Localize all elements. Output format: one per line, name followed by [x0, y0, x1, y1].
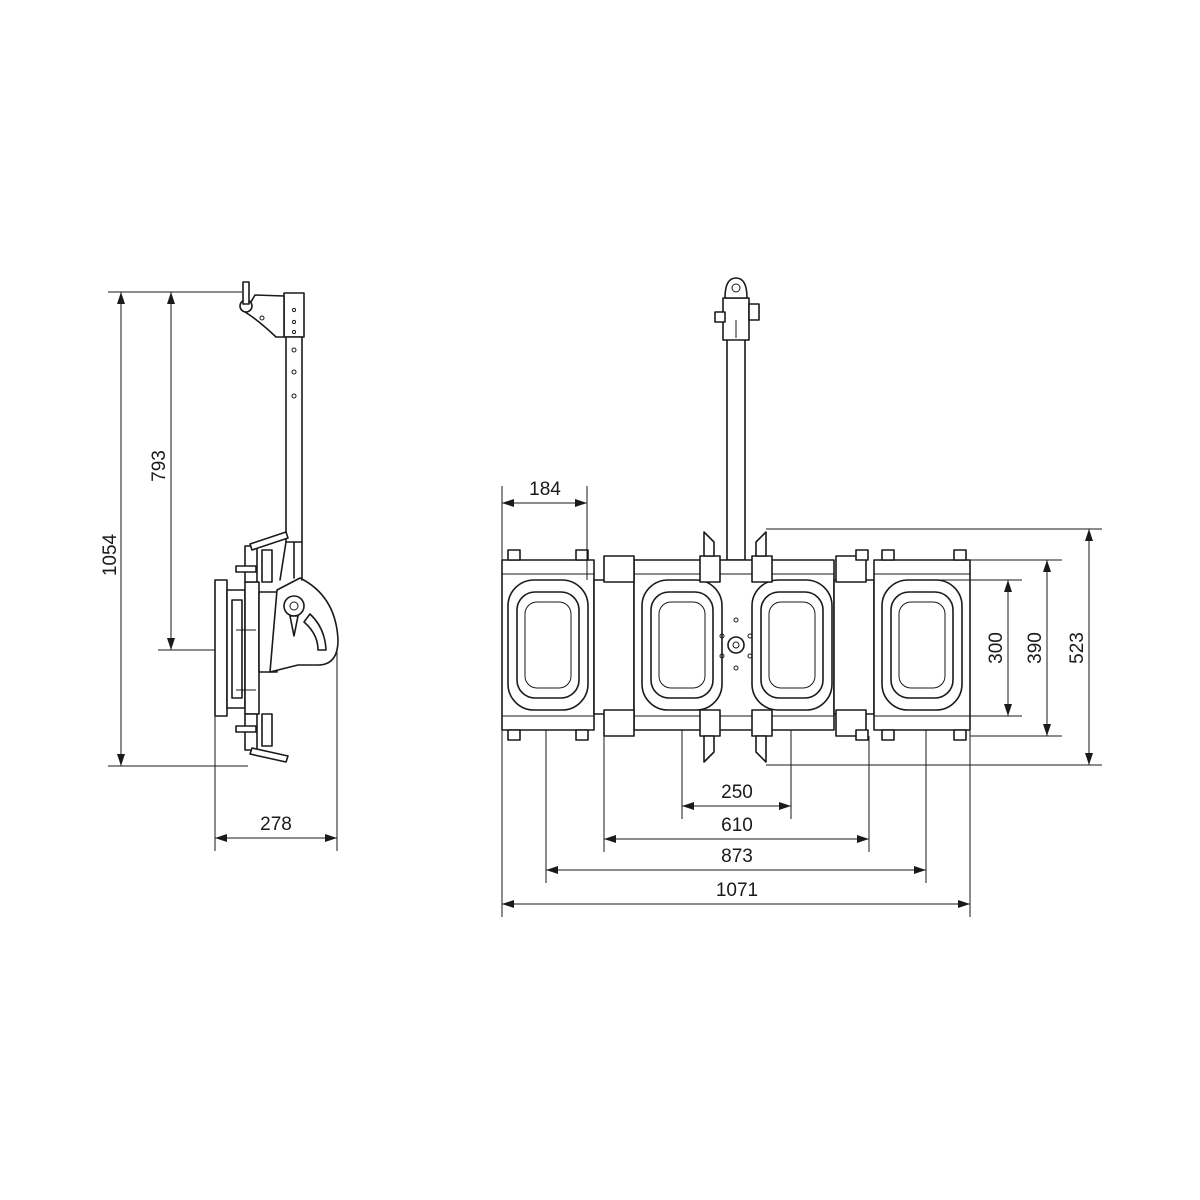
dimension-head-height: 300 — [940, 579, 1022, 717]
dim-label-793: 793 — [149, 450, 170, 482]
dimension-upper-height-side: 793 — [149, 292, 215, 651]
dim-label-1071: 1071 — [716, 880, 758, 901]
dimension-frame-height: 390 — [970, 559, 1062, 737]
dimension-clamp-spacing: 610 — [603, 736, 870, 852]
dim-label-250: 250 — [721, 782, 753, 803]
dimension-total-height-front: 523 — [766, 528, 1102, 766]
dimension-head-width: 184 — [501, 479, 588, 580]
lamp-head-1 — [507, 579, 589, 711]
dim-label-523: 523 — [1067, 632, 1088, 664]
dimension-outer-spacing: 873 — [545, 730, 927, 883]
front-view: 184 250 610 873 — [501, 277, 1102, 917]
lamp-head-4 — [881, 579, 963, 711]
side-view: 1054 793 278 — [100, 281, 339, 851]
front-mast — [714, 277, 760, 561]
dim-label-184: 184 — [529, 479, 561, 500]
dim-label-390: 390 — [1025, 632, 1046, 664]
dimension-depth-side: 278 — [214, 652, 338, 851]
dim-label-278: 278 — [260, 814, 292, 835]
dim-label-873: 873 — [721, 846, 753, 867]
dim-label-300: 300 — [986, 632, 1007, 664]
dim-label-610: 610 — [721, 815, 753, 836]
dimension-inner-spacing: 250 — [681, 730, 792, 819]
dim-label-1054: 1054 — [100, 533, 121, 576]
dimension-total-height-side: 1054 — [100, 291, 248, 767]
lamp-head-3 — [751, 579, 833, 711]
dimension-total-width: 1071 — [501, 730, 971, 917]
center-hub — [719, 617, 753, 671]
side-mast — [283, 292, 305, 543]
side-hook — [239, 281, 285, 338]
side-fixture — [214, 531, 339, 763]
lamp-head-2 — [641, 579, 723, 711]
front-clamps — [507, 531, 967, 763]
